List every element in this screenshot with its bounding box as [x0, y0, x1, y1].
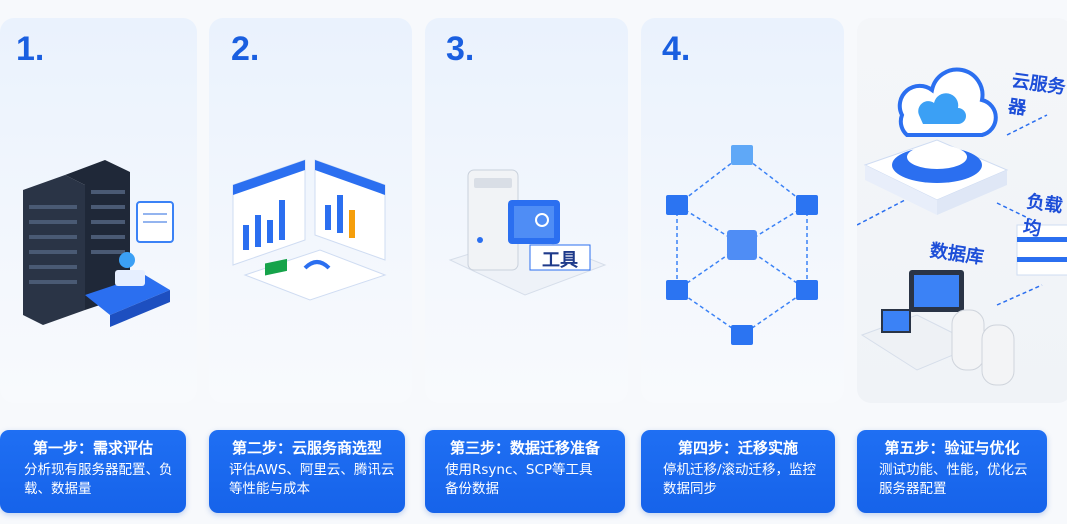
step-number: 3. — [446, 30, 475, 68]
step-2-card: 第二步：云服务商选型 评估AWS、阿里云、腾讯云等性能与成本 — [209, 430, 405, 513]
step-description: 停机迁移/滚动迁移，监控数据同步 — [663, 462, 817, 497]
step-description: 分析现有服务器配置、负载、数据量 — [24, 462, 173, 497]
step-description: 使用Rsync、SCP等工具备份数据 — [445, 462, 593, 497]
step-3-card: 第三步：数据迁移准备 使用Rsync、SCP等工具备份数据 — [425, 430, 625, 513]
step-number: 2. — [231, 30, 260, 68]
tool-label: 工具 — [542, 250, 578, 271]
step-title: 第一步：需求评估 — [32, 439, 153, 457]
step-number: 1. — [16, 30, 45, 68]
step-title: 第二步：云服务商选型 — [231, 439, 382, 457]
step-title: 第四步：迁移实施 — [677, 439, 798, 457]
step-title: 第三步：数据迁移准备 — [449, 439, 600, 457]
backup-tool-illustration — [448, 169, 607, 296]
network-cube-illustration — [666, 145, 818, 345]
step-4-card: 第四步：迁移实施 停机迁移/滚动迁移，监控数据同步 — [641, 430, 835, 513]
step-5-card: 第五步：验证与优化 测试功能、性能，优化云服务器配置 — [857, 430, 1047, 513]
step-description: 评估AWS、阿里云、腾讯云等性能与成本 — [229, 462, 395, 497]
step-description: 测试功能、性能，优化云服务器配置 — [879, 462, 1028, 497]
step-title: 第五步：验证与优化 — [884, 439, 1020, 457]
load-balancer-label: 负载均 — [1021, 191, 1064, 241]
server-rack-illustration — [23, 160, 174, 327]
dashboard-illustration — [232, 159, 387, 301]
cloud-infrastructure-illustration — [857, 67, 1067, 386]
step-1-card: 第一步：需求评估 分析现有服务器配置、负载、数据量 — [0, 430, 186, 513]
step-number: 4. — [662, 30, 691, 68]
cloud-server-label: 云服务器 — [1006, 70, 1067, 120]
